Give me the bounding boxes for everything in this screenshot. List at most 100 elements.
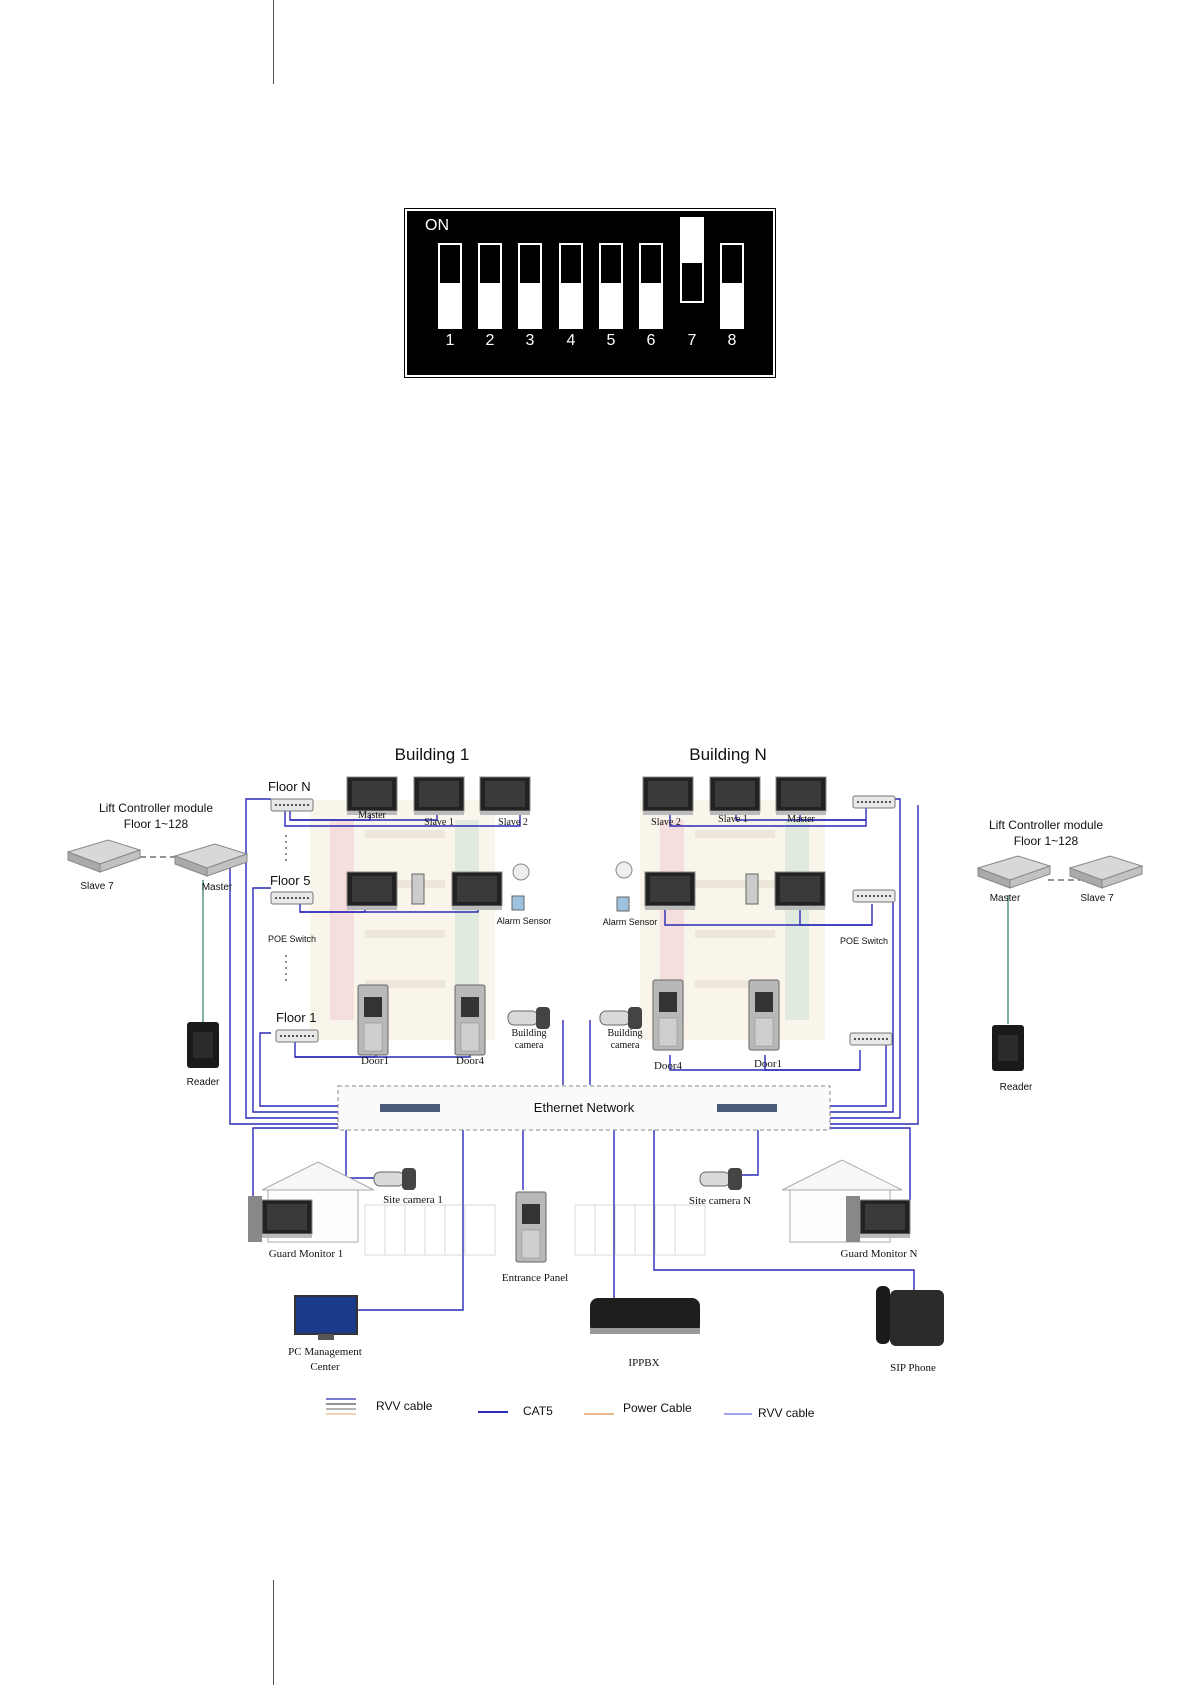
reader-left-label: Reader bbox=[187, 1077, 220, 1088]
guard-house-left bbox=[261, 1161, 375, 1191]
dip-switch-3[interactable] bbox=[518, 243, 542, 329]
b1-monitor-label-slave-1: Slave 1 bbox=[424, 817, 454, 828]
bn-monitor-label-master: Master bbox=[787, 814, 815, 825]
lift-left-title-2: Floor 1~128 bbox=[124, 817, 189, 831]
dip-switch-number: 8 bbox=[727, 332, 737, 349]
b1-alarm-sensor bbox=[512, 863, 530, 881]
bn-monitor-slave-2 bbox=[642, 776, 694, 816]
dip-switch-number: 4 bbox=[566, 332, 576, 349]
site-camera-1-label: Site camera 1 bbox=[383, 1194, 443, 1206]
legend-rvv-cable-2: RVV cable bbox=[758, 1406, 815, 1420]
lift-slave-left bbox=[67, 839, 141, 873]
sip-phone bbox=[890, 1290, 944, 1346]
lift-master-right bbox=[977, 855, 1051, 889]
lift-right-slave-label: Slave 7 bbox=[1080, 893, 1114, 904]
poe-switch-label-left: POE Switch bbox=[268, 934, 316, 944]
dip-switch-6[interactable] bbox=[639, 243, 663, 329]
lift-right-master-label: Master bbox=[990, 893, 1021, 904]
dip-switch-number: 5 bbox=[606, 332, 616, 349]
ethernet-switch-right bbox=[717, 1104, 777, 1112]
bn-door-1-label: Door1 bbox=[754, 1058, 782, 1070]
b1-monitor-label-slave-2: Slave 2 bbox=[498, 817, 528, 828]
lift-slave-right bbox=[1069, 855, 1143, 889]
lift-left-master-label: Master bbox=[202, 882, 233, 893]
page-margin-line-top bbox=[273, 0, 274, 84]
sip-phone-handset bbox=[876, 1286, 890, 1344]
b1-building-camera-label-1: Building bbox=[511, 1028, 546, 1039]
b1-monitor-label-master: Master bbox=[358, 810, 386, 821]
bn-floor5-door-unit bbox=[745, 873, 759, 905]
floor-n-label: Floor N bbox=[268, 779, 311, 794]
bn-building-camera bbox=[599, 1006, 643, 1030]
b1-floor5-monitor-2 bbox=[451, 871, 503, 911]
bn-building-camera-label-2: camera bbox=[611, 1040, 640, 1051]
building-n-title: Building N bbox=[689, 745, 767, 764]
dip-switch-knob bbox=[520, 283, 540, 327]
b1-door-1-panel bbox=[357, 984, 389, 1056]
guard-house-right bbox=[781, 1159, 903, 1191]
ethernet-network-label: Ethernet Network bbox=[534, 1100, 635, 1115]
poe-switch-b1-floor-5 bbox=[270, 891, 314, 905]
dip-switch-knob bbox=[440, 283, 460, 327]
dip-switch-1[interactable] bbox=[438, 243, 462, 329]
dip-switch-knob bbox=[601, 283, 621, 327]
bn-alarm-sensor bbox=[615, 861, 633, 879]
dip-on-label: ON bbox=[425, 217, 449, 234]
ethernet-switch-left bbox=[380, 1104, 440, 1112]
b1-building-camera bbox=[507, 1006, 551, 1030]
dip-switch-number: 6 bbox=[646, 332, 656, 349]
poe-switch-bn-floor-n bbox=[852, 795, 896, 809]
b1-door-4-label: Door4 bbox=[456, 1055, 485, 1067]
b1-monitor-slave-2 bbox=[479, 776, 531, 816]
reader-right bbox=[992, 1025, 1024, 1071]
legend-power-cable: Power Cable bbox=[623, 1401, 692, 1415]
bn-floor5-monitor-2 bbox=[774, 871, 826, 911]
floor-5-label: Floor 5 bbox=[270, 873, 310, 888]
b1-alarm-box bbox=[511, 895, 525, 911]
lift-right-title-1: Lift Controller module bbox=[989, 818, 1103, 832]
poe-switch-b1-floor-1 bbox=[275, 1029, 319, 1043]
ippbx-device bbox=[590, 1298, 700, 1334]
guard-monitor-n bbox=[859, 1199, 911, 1239]
dip-switch-knob bbox=[682, 219, 702, 263]
guard-monitor-1 bbox=[261, 1199, 313, 1239]
dip-switch-7[interactable] bbox=[680, 217, 704, 303]
cat5-cables bbox=[229, 798, 919, 1311]
gate-right bbox=[574, 1204, 706, 1256]
floor-1-label: Floor 1 bbox=[276, 1010, 316, 1025]
guard-monitor-1-handset bbox=[248, 1196, 262, 1242]
reader-left bbox=[187, 1022, 219, 1068]
b1-door-1-label: Door1 bbox=[361, 1055, 389, 1067]
bn-monitor-label-slave-2: Slave 2 bbox=[651, 817, 681, 828]
dip-switch-number: 7 bbox=[687, 332, 697, 349]
bn-monitor-label-slave-1: Slave 1 bbox=[718, 814, 748, 825]
reader-right-label: Reader bbox=[1000, 1082, 1033, 1093]
building-1-title: Building 1 bbox=[395, 745, 470, 764]
lift-master-left bbox=[174, 843, 248, 877]
guard-monitor-n-handset bbox=[846, 1196, 860, 1242]
dip-switch-2[interactable] bbox=[478, 243, 502, 329]
bn-door-1-panel bbox=[748, 979, 780, 1051]
b1-floor5-monitor-1 bbox=[346, 871, 398, 911]
b1-alarm-sensor-label: Alarm Sensor bbox=[497, 916, 552, 926]
dip-switch-knob bbox=[480, 283, 500, 327]
dip-switch-knob bbox=[561, 283, 581, 327]
site-camera-1 bbox=[373, 1167, 417, 1191]
bn-door-4-label: Door4 bbox=[654, 1060, 683, 1072]
site-camera-n-label: Site camera N bbox=[689, 1195, 751, 1207]
dip-switch-4[interactable] bbox=[559, 243, 583, 329]
pc-monitor bbox=[294, 1295, 358, 1335]
ippbx-base bbox=[590, 1328, 700, 1334]
bn-monitor-slave-1 bbox=[709, 776, 761, 816]
legend-cat5: CAT5 bbox=[523, 1404, 553, 1418]
dip-switch-number: 1 bbox=[445, 332, 455, 349]
bn-alarm-box bbox=[616, 896, 630, 912]
legend-rvv-cable-1: RVV cable bbox=[376, 1399, 433, 1413]
bn-floor5-monitor-1 bbox=[644, 871, 696, 911]
dip-switch-5[interactable] bbox=[599, 243, 623, 329]
b1-door-4-panel bbox=[454, 984, 486, 1056]
pc-label-1: PC Management bbox=[288, 1346, 362, 1358]
b1-building-camera-label-2: camera bbox=[515, 1040, 544, 1051]
dip-switch-8[interactable] bbox=[720, 243, 744, 329]
